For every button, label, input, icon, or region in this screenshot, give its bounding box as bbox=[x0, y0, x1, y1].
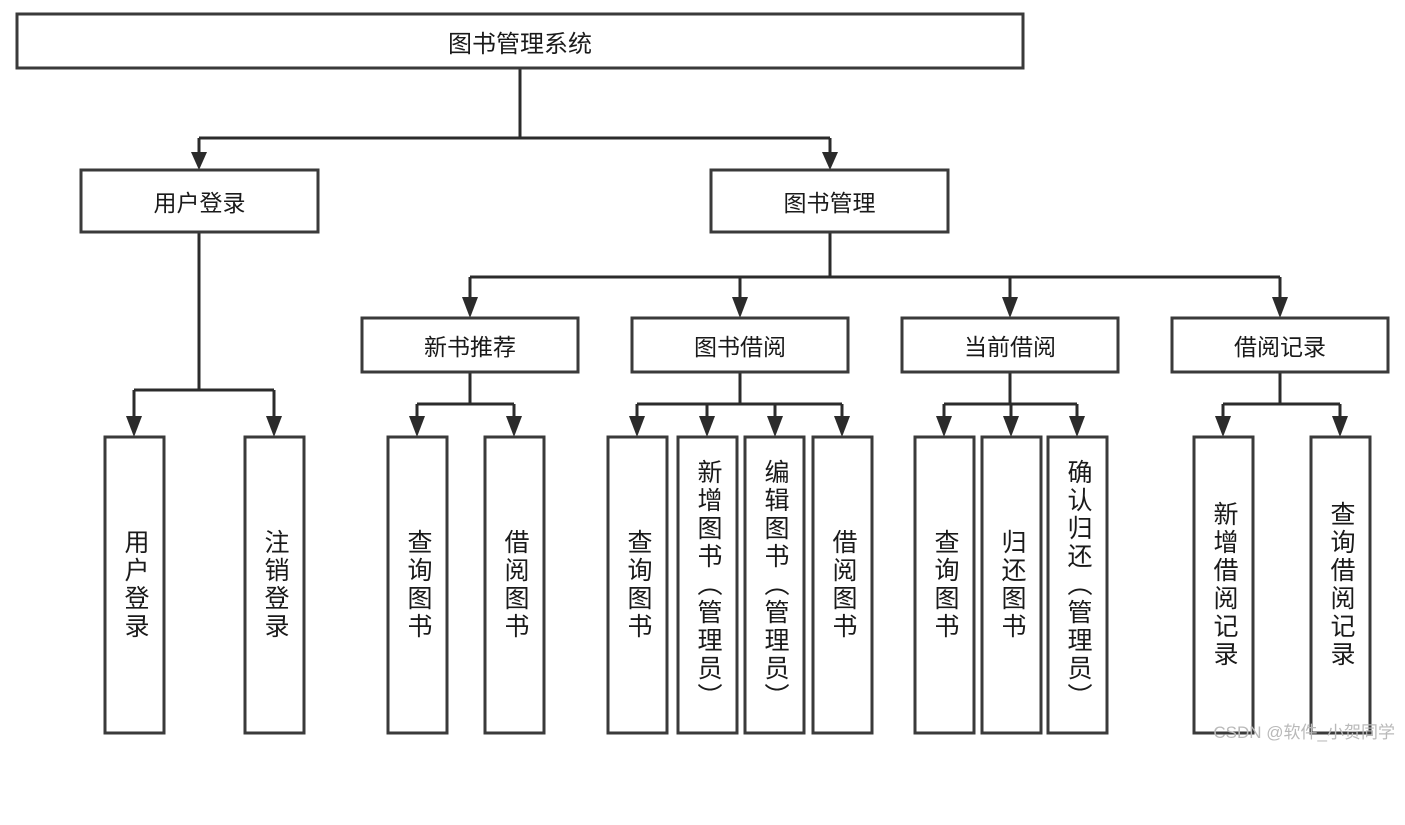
node-leaf-query-book-3[interactable] bbox=[913, 435, 976, 735]
arrowhead-leaf-query-book-3 bbox=[936, 416, 952, 437]
flowchart-diagram: 图书管理系统用户登录图书管理新书推荐图书借阅当前借阅借阅记录用户登录注销登录查询… bbox=[15, 12, 1395, 742]
node-leaf-confirm-return[interactable] bbox=[1046, 435, 1109, 735]
node-leaf-query-book-1[interactable] bbox=[386, 435, 449, 735]
arrowhead-leaf-add-book bbox=[699, 416, 715, 437]
arrowhead-leaf-edit-book bbox=[767, 416, 783, 437]
flowchart-canvas bbox=[15, 12, 1390, 735]
node-borrow-record[interactable] bbox=[1170, 316, 1390, 374]
arrowhead-book-borrow bbox=[732, 297, 748, 318]
arrowhead-leaf-user-login bbox=[126, 416, 142, 437]
arrowhead-current-borrow bbox=[1002, 297, 1018, 318]
arrowhead-leaf-borrow-book-1 bbox=[506, 416, 522, 437]
node-leaf-add-record[interactable] bbox=[1192, 435, 1255, 735]
node-leaf-query-record[interactable] bbox=[1309, 435, 1372, 735]
node-leaf-query-book-2[interactable] bbox=[606, 435, 669, 735]
node-leaf-borrow-book-2[interactable] bbox=[811, 435, 874, 735]
arrowhead-leaf-borrow-book-2 bbox=[834, 416, 850, 437]
node-rect-layer bbox=[15, 12, 1390, 735]
arrowhead-user-login bbox=[191, 152, 207, 170]
node-leaf-user-login[interactable] bbox=[103, 435, 166, 735]
arrowhead-leaf-query-record bbox=[1332, 416, 1348, 437]
arrowhead-leaf-logout bbox=[266, 416, 282, 437]
node-new-book-recommend[interactable] bbox=[360, 316, 580, 374]
node-user-login[interactable] bbox=[79, 168, 320, 234]
connector-layer bbox=[126, 68, 1348, 437]
arrowhead-leaf-query-book-2 bbox=[629, 416, 645, 437]
arrowhead-leaf-return-book bbox=[1003, 416, 1019, 437]
node-book-borrow[interactable] bbox=[630, 316, 850, 374]
node-book-manage[interactable] bbox=[709, 168, 950, 234]
node-leaf-add-book[interactable] bbox=[676, 435, 739, 735]
arrowhead-leaf-add-record bbox=[1215, 416, 1231, 437]
node-title-box[interactable] bbox=[15, 12, 1025, 70]
arrowhead-book-manage bbox=[822, 152, 838, 170]
arrowhead-leaf-confirm-return bbox=[1069, 416, 1085, 437]
node-current-borrow[interactable] bbox=[900, 316, 1120, 374]
node-leaf-borrow-book-1[interactable] bbox=[483, 435, 546, 735]
arrowhead-borrow-record bbox=[1272, 297, 1288, 318]
node-leaf-return-book[interactable] bbox=[980, 435, 1043, 735]
arrowhead-new-book-recommend bbox=[462, 297, 478, 318]
node-leaf-logout[interactable] bbox=[243, 435, 306, 735]
arrowhead-leaf-query-book-1 bbox=[409, 416, 425, 437]
node-leaf-edit-book[interactable] bbox=[743, 435, 806, 735]
